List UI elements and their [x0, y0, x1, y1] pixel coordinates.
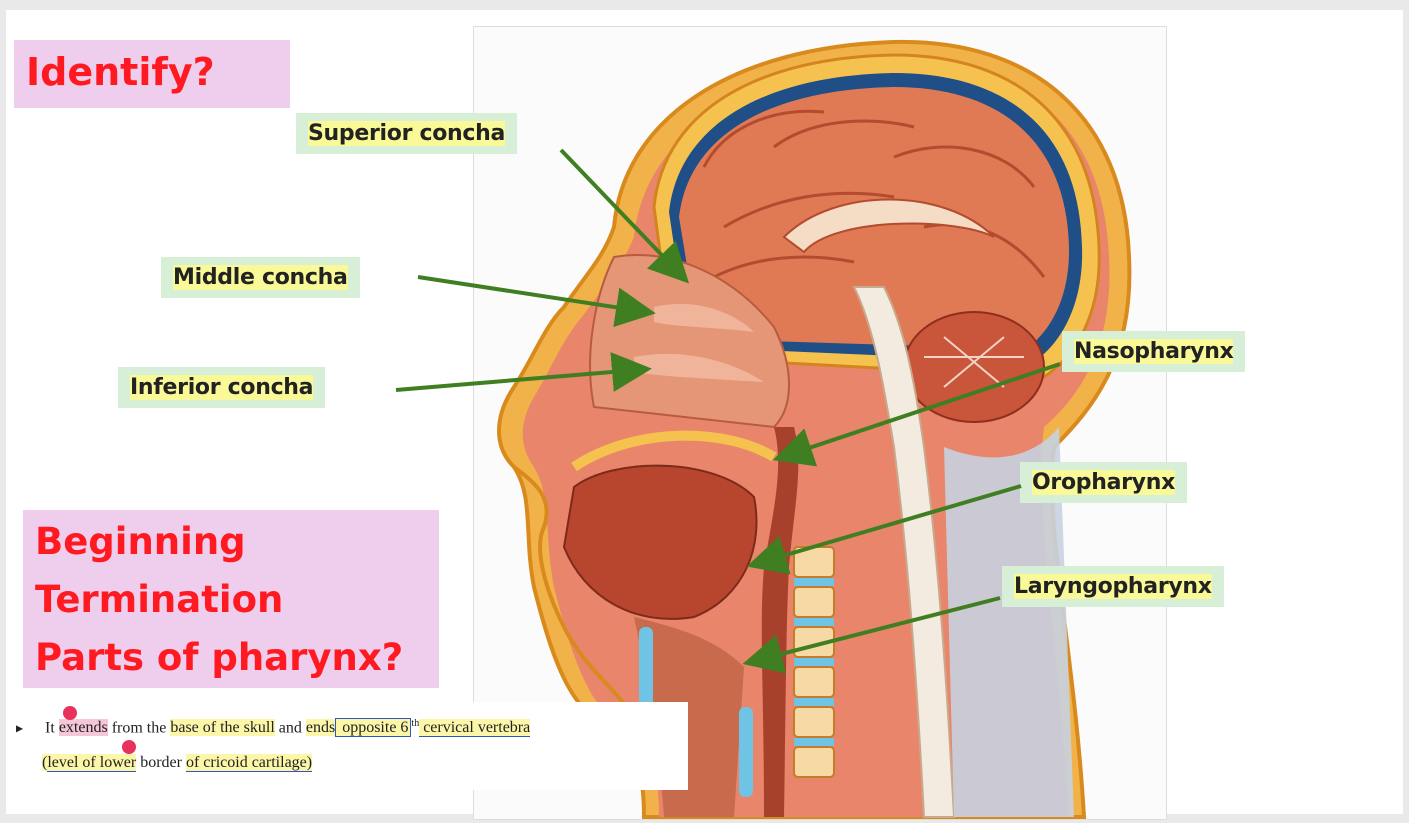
selection-handle-start[interactable] — [63, 706, 77, 720]
note-base-of-skull: base of the skull — [170, 719, 275, 737]
bullet-icon: ▸ — [16, 721, 24, 737]
label-oropharynx: Oropharynx — [1020, 462, 1187, 503]
selection-handle-end[interactable] — [122, 740, 136, 754]
label-oropharynx-text: Oropharynx — [1032, 470, 1175, 495]
note-line-1: ▸ It extends from the base of the skull … — [16, 718, 531, 738]
note-ends: ends — [305, 719, 336, 737]
note-line-2: (level of lower border of cricoid cartil… — [42, 754, 313, 772]
note-textbox: ▸ It extends from the base of the skull … — [12, 702, 688, 790]
arrow-inferior-concha — [395, 352, 652, 392]
slide-canvas: Identify? — [6, 10, 1403, 820]
arrow-laryngopharynx — [742, 596, 1001, 674]
label-laryngopharynx: Laryngopharynx — [1002, 566, 1224, 607]
note-w5: and — [274, 719, 306, 737]
question-parts-of-pharynx: Parts of pharynx? — [35, 636, 404, 679]
identify-box: Identify? — [14, 40, 290, 108]
question-termination: Termination — [35, 578, 284, 621]
note-extends: extends — [58, 719, 108, 737]
note-w1: It — [45, 719, 59, 737]
note-opposite: opposite 6 — [335, 718, 412, 738]
label-nasopharynx: Nasopharynx — [1062, 331, 1246, 372]
label-superior-concha: Superior concha — [296, 113, 518, 154]
arrow-nasopharynx — [772, 362, 1061, 467]
arrow-superior-concha — [559, 148, 690, 284]
question-beginning: Beginning — [35, 520, 246, 563]
note-cricoid-cartilage: of cricoid cartilage) — [185, 754, 313, 772]
note-cervical-vertebra: cervical vertebra — [419, 719, 531, 738]
note-sup: th — [411, 718, 420, 729]
label-laryngopharynx-text: Laryngopharynx — [1014, 574, 1212, 599]
annotation-arrows — [395, 148, 1061, 674]
identify-title: Identify? — [26, 50, 215, 94]
note-l2-a: ( — [42, 754, 48, 771]
note-w3: from the — [107, 719, 171, 737]
arrow-middle-concha — [417, 275, 656, 328]
label-middle-concha-text: Middle concha — [173, 265, 348, 290]
note-level-of-lower: level of lower — [47, 754, 137, 772]
label-middle-concha: Middle concha — [161, 257, 360, 298]
label-nasopharynx-text: Nasopharynx — [1074, 339, 1234, 364]
label-superior-concha-text: Superior concha — [308, 121, 506, 146]
label-inferior-concha-text: Inferior concha — [130, 375, 314, 400]
arrow-oropharynx — [746, 484, 1022, 575]
questions-box: Beginning Termination Parts of pharynx? — [23, 510, 439, 688]
note-l2-c: border — [136, 754, 186, 771]
label-inferior-concha: Inferior concha — [118, 367, 326, 408]
